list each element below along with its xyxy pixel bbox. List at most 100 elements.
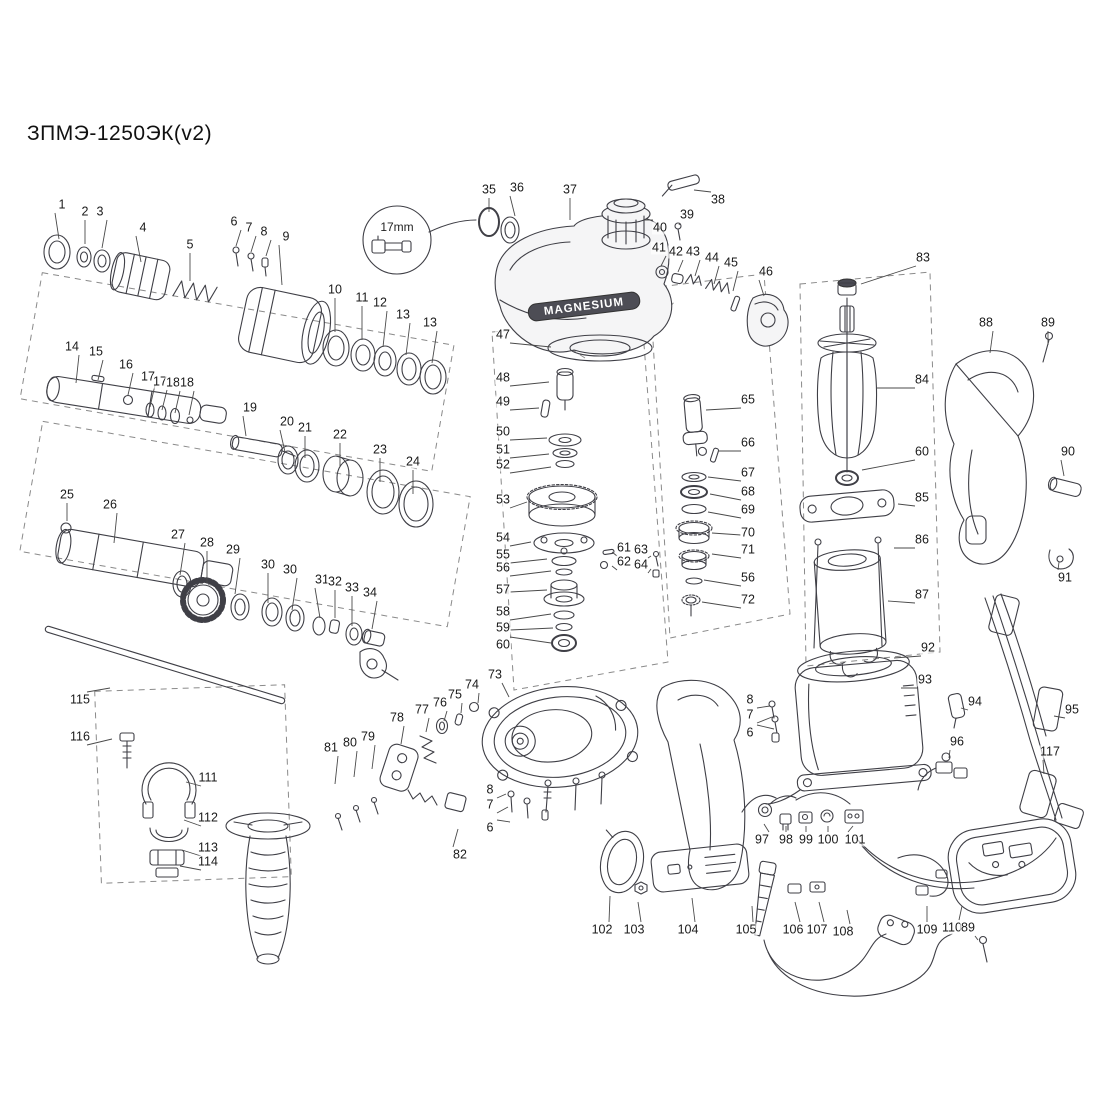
part-label-48: 48 <box>495 370 511 385</box>
part-label-70: 70 <box>740 525 756 540</box>
piston-column-sketch <box>526 367 660 652</box>
part-label-7: 7 <box>244 220 254 235</box>
part-label-66: 66 <box>740 435 756 450</box>
part-label-20: 20 <box>279 414 295 429</box>
part-label-65: 65 <box>740 392 756 407</box>
part-label-63: 63 <box>633 542 649 557</box>
part-label-86: 86 <box>914 532 930 547</box>
part-label-93: 93 <box>917 672 933 687</box>
part-label-10: 10 <box>327 282 343 297</box>
part-label-94: 94 <box>967 694 983 709</box>
part-label-104: 104 <box>676 922 700 937</box>
part-label-8: 8 <box>745 692 755 707</box>
part-label-62: 62 <box>616 554 632 569</box>
part-label-82: 82 <box>452 847 468 862</box>
part-label-18: 18 <box>165 375 181 390</box>
part-label-30: 30 <box>260 557 276 572</box>
part-label-81: 81 <box>323 740 339 755</box>
part-label-44: 44 <box>704 250 720 265</box>
part-label-92: 92 <box>920 640 936 655</box>
cord-and-switch-sketch <box>741 789 1077 997</box>
part-label-114: 114 <box>197 854 219 869</box>
part-label-68: 68 <box>740 484 756 499</box>
part-label-15: 15 <box>88 344 104 359</box>
part-label-37: 37 <box>562 182 578 197</box>
part-label-25: 25 <box>59 487 75 502</box>
part-label-36: 36 <box>509 180 525 195</box>
gearbox-housing-sketch <box>334 686 639 831</box>
part-label-89: 89 <box>1040 315 1056 330</box>
part-label-71: 71 <box>740 542 756 557</box>
part-label-102: 102 <box>590 922 614 937</box>
part-label-116: 116 <box>69 729 91 744</box>
part-label-73: 73 <box>487 667 503 682</box>
part-label-64: 64 <box>633 557 649 572</box>
part-label-69: 69 <box>740 502 756 517</box>
part-label-109: 109 <box>915 922 939 937</box>
part-label-103: 103 <box>622 922 646 937</box>
part-label-7: 7 <box>485 797 495 812</box>
part-label-4: 4 <box>138 220 148 235</box>
part-label-108: 108 <box>831 924 855 939</box>
part-label-6: 6 <box>229 214 239 229</box>
part-label-60: 60 <box>495 637 511 652</box>
part-label-8: 8 <box>259 224 269 239</box>
part-label-21: 21 <box>297 420 313 435</box>
part-label-17: 17 <box>152 374 168 389</box>
part-label-83: 83 <box>915 250 931 265</box>
part-label-72: 72 <box>740 592 756 607</box>
part-label-13: 13 <box>422 315 438 330</box>
part-label-6: 6 <box>485 820 495 835</box>
part-label-1: 1 <box>57 197 67 212</box>
part-label-85: 85 <box>914 490 930 505</box>
part-label-67: 67 <box>740 465 756 480</box>
part-label-28: 28 <box>199 535 215 550</box>
part-label-49: 49 <box>495 394 511 409</box>
part-label-56: 56 <box>740 570 756 585</box>
part-label-77: 77 <box>414 702 430 717</box>
part-label-79: 79 <box>360 729 376 744</box>
part-label-19: 19 <box>242 400 258 415</box>
part-label-17: 17 <box>140 369 156 384</box>
part-label-101: 101 <box>843 832 867 847</box>
part-label-50: 50 <box>495 424 511 439</box>
part-label-6: 6 <box>745 725 755 740</box>
part-label-40: 40 <box>652 220 668 235</box>
part-label-18: 18 <box>179 375 195 390</box>
diagram-title: ЗПМЭ-1250ЭК(v2) <box>27 122 213 145</box>
part-label-53: 53 <box>495 492 511 507</box>
size-callout <box>362 205 477 275</box>
part-label-30: 30 <box>282 562 298 577</box>
part-label-113: 113 <box>197 840 219 855</box>
part-label-12: 12 <box>372 295 388 310</box>
part-label-46: 46 <box>758 264 774 279</box>
barrel-assembly-sketch <box>55 522 399 681</box>
part-label-23: 23 <box>372 442 388 457</box>
part-label-56: 56 <box>495 560 511 575</box>
part-label-115: 115 <box>69 692 91 707</box>
part-label-95: 95 <box>1064 702 1080 717</box>
part-label-117: 117 <box>1039 744 1061 759</box>
part-label-75: 75 <box>447 687 463 702</box>
side-handle-sketch <box>44 625 311 965</box>
part-label-80: 80 <box>342 735 358 750</box>
part-label-98: 98 <box>778 832 794 847</box>
part-label-106: 106 <box>781 922 805 937</box>
part-label-60: 60 <box>914 444 930 459</box>
part-label-111: 111 <box>197 770 219 785</box>
chuck-parts-sketch <box>43 234 447 395</box>
part-label-74: 74 <box>464 677 480 692</box>
part-label-99: 99 <box>798 832 814 847</box>
part-label-22: 22 <box>332 427 348 442</box>
part-label-39: 39 <box>679 207 695 222</box>
part-label-29: 29 <box>225 542 241 557</box>
part-label-32: 32 <box>327 574 343 589</box>
part-label-16: 16 <box>118 357 134 372</box>
part-label-61: 61 <box>616 540 632 555</box>
part-label-38: 38 <box>710 192 726 207</box>
part-label-78: 78 <box>389 710 405 725</box>
part-label-90: 90 <box>1060 444 1076 459</box>
part-label-11: 11 <box>354 290 370 305</box>
